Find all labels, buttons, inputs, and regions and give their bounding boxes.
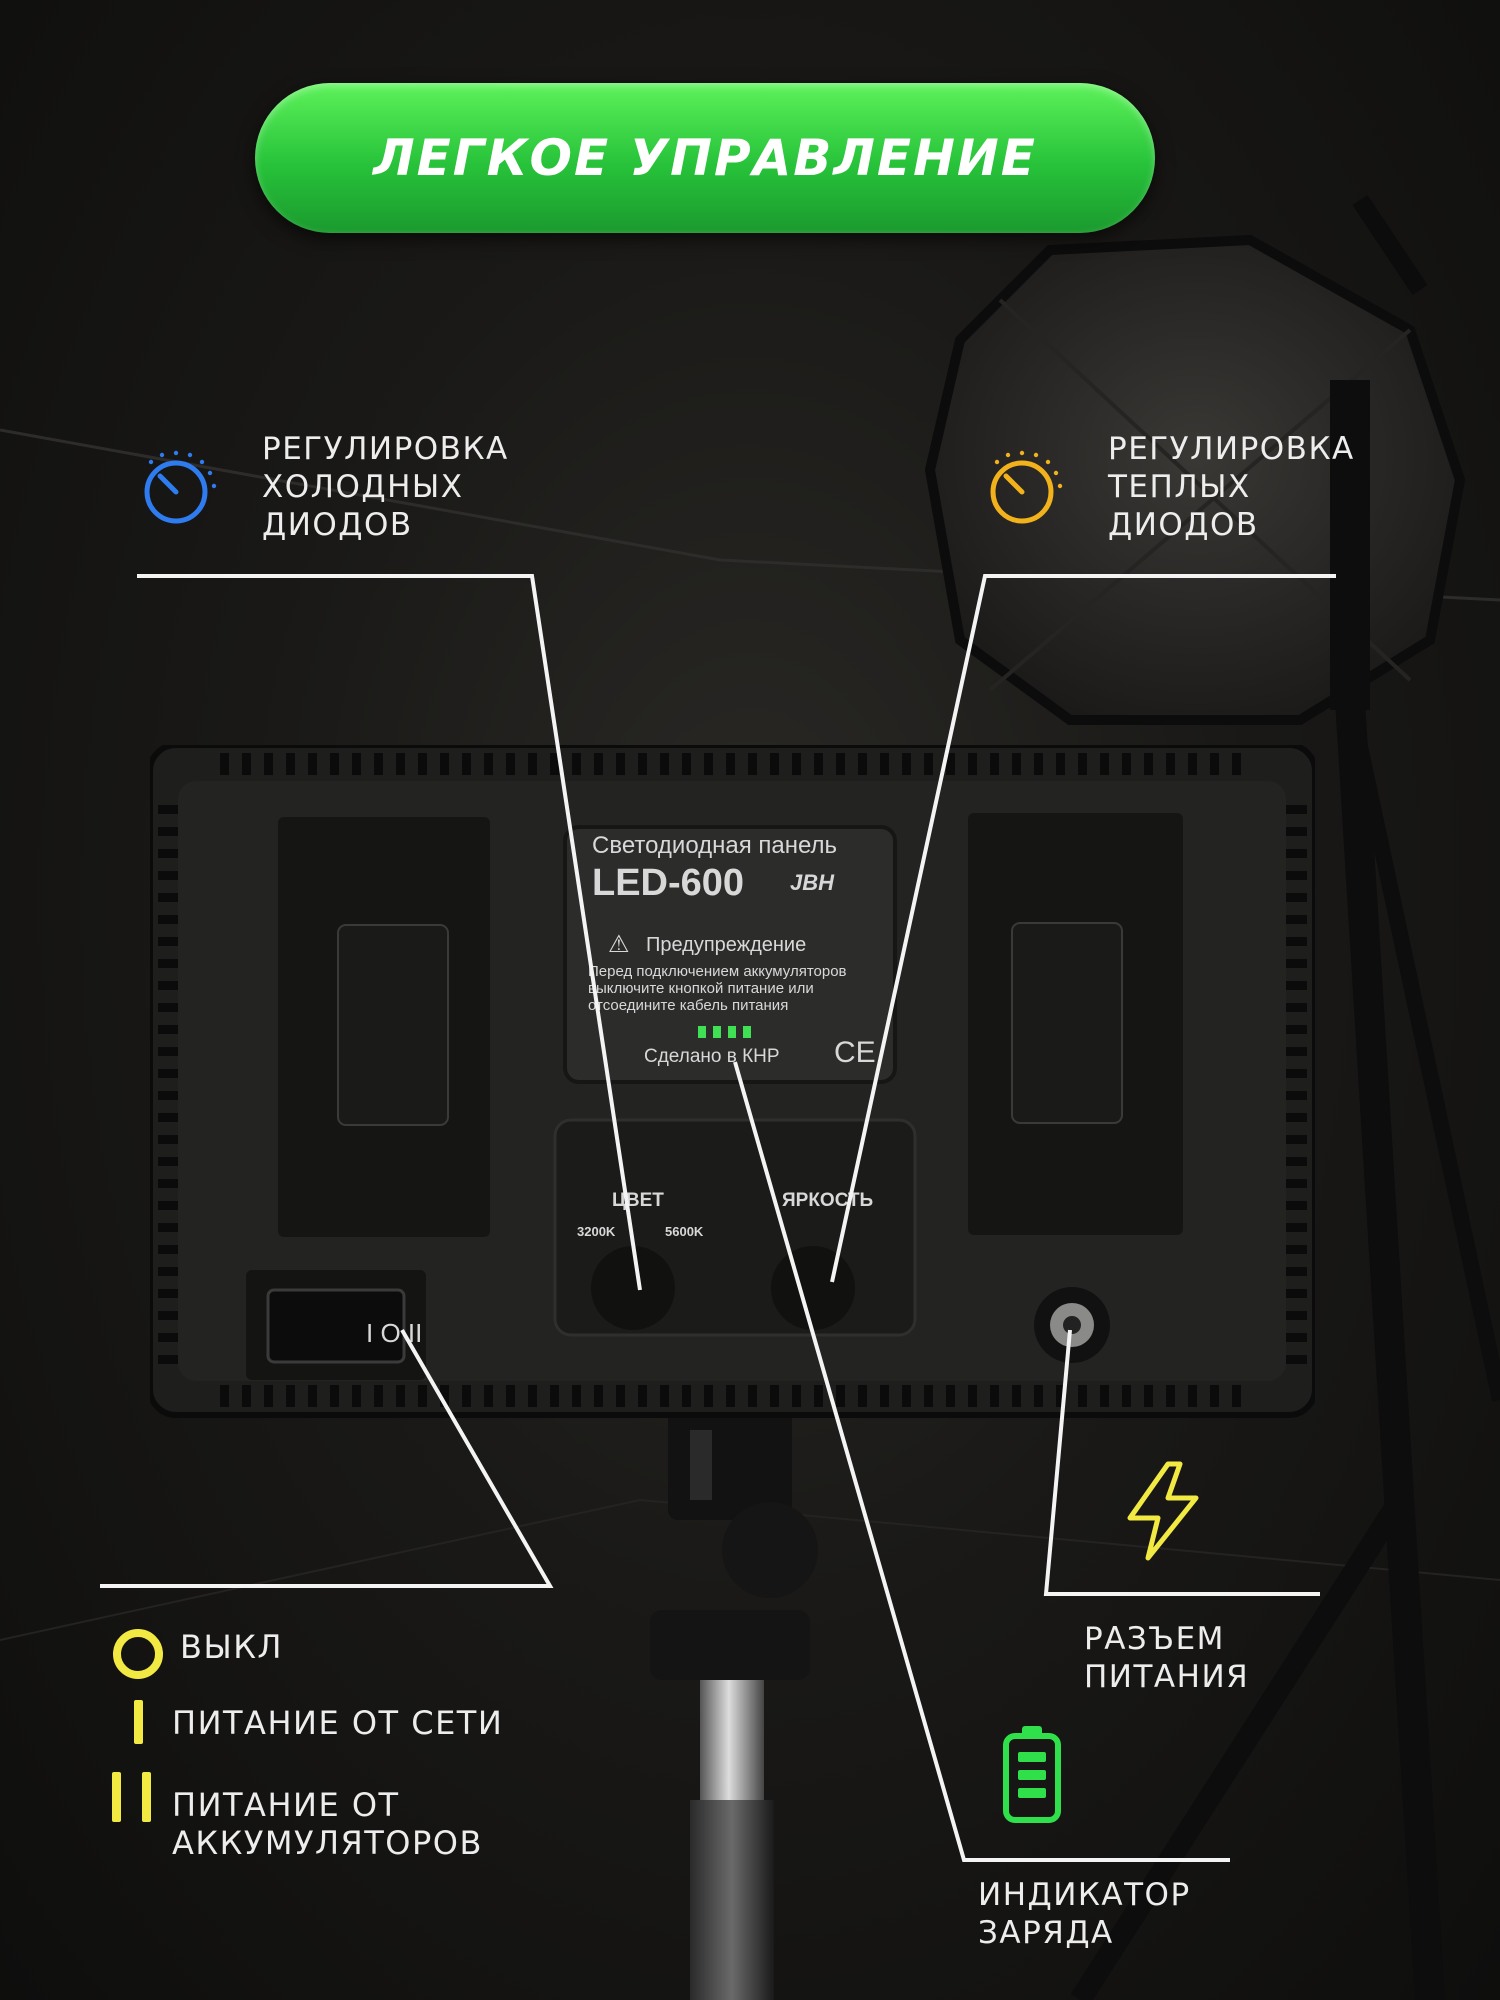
panel-vents (158, 753, 1307, 1407)
switch-callout-line (100, 1328, 554, 1588)
warm-dial-icon (990, 450, 1063, 524)
warm-diodes-label: Регулировка теплых диодов (1108, 431, 1355, 543)
switch-symbols: I O II (366, 1318, 423, 1348)
cold-diodes-label: Регулировка холодных диодов (262, 431, 509, 543)
charge-indicator-label: Индикатор заряда (978, 1877, 1191, 1951)
double-bar-icon (112, 1772, 151, 1822)
color-knob[interactable] (591, 1246, 675, 1330)
power-connector-label: Разъем питания (1084, 1621, 1250, 1695)
legend-battery-label: Питание от аккумуляторов (172, 1786, 483, 1862)
led-panel (150, 745, 1315, 1418)
stand-spigot (700, 1680, 764, 1810)
warm-callout-line (830, 574, 1336, 1283)
charge-indicator-leds (698, 1026, 751, 1038)
knob-color-min: 3200K (577, 1224, 616, 1239)
charge-callout-line (733, 1061, 1230, 1862)
battery-icon (1003, 1726, 1061, 1823)
legend-mains-label: Питание от сети (172, 1704, 504, 1742)
page-title: Легкое управление (373, 129, 1037, 187)
panel-model: LED-600 (592, 862, 745, 904)
cold-callout-line (137, 574, 642, 1291)
power-connector-callout-line (1043, 1329, 1320, 1596)
tilt-knob (722, 1502, 818, 1598)
panel-warning-text: Перед подключением аккумуляторов выключи… (588, 963, 847, 1014)
warning-triangle-icon: ⚠ (608, 931, 630, 958)
title-banner: Легкое управление (255, 83, 1155, 233)
cold-dial-icon (144, 450, 217, 524)
knob-color-max: 5600K (665, 1224, 704, 1239)
stand-pole (690, 1800, 774, 2000)
panel-made-in: Сделано в КНР (644, 1046, 780, 1067)
ce-mark: CE (834, 1036, 876, 1069)
battery-plate-right (968, 813, 1183, 1235)
power-switch[interactable] (266, 1288, 406, 1364)
single-bar-icon (134, 1700, 143, 1744)
panel-brand: JBH (790, 870, 835, 895)
battery-plate-left (278, 817, 490, 1237)
center-label-plate (563, 825, 897, 1084)
lightning-icon (1127, 1461, 1199, 1561)
panel-warning-title: Предупреждение (646, 934, 807, 956)
circle-icon (113, 1629, 163, 1679)
legend-off-label: Выкл (180, 1628, 283, 1666)
panel-label-title: Светодиодная панель (592, 832, 838, 859)
